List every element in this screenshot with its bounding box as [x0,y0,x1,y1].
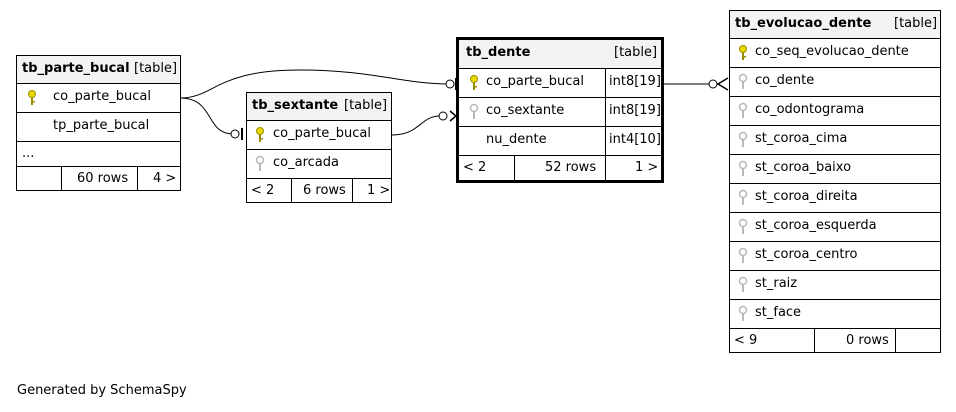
table-tb-sextante[interactable]: tb_sextante [table] co_parte_bucal co_ar… [246,92,392,203]
column-name: st_face [755,305,802,320]
table-name: tb_parte_bucal [22,61,130,76]
column-name: st_coroa_centro [755,247,858,262]
link-parte-bucal-to-sextante [179,97,234,135]
prev-link[interactable]: < 2 [251,183,275,198]
column-row[interactable]: st_coroa_direita [730,184,940,213]
column-row[interactable]: st_coroa_baixo [730,155,940,184]
column-row[interactable]: st_coroa_centro [730,242,940,271]
prev-link[interactable]: < 9 [734,333,758,348]
prev-link[interactable]: < 2 [463,160,487,175]
foreign-key-icon [738,247,748,263]
foreign-key-icon [738,160,748,176]
table-footer: 60 rows 4 > [17,167,180,190]
column-name: co_parte_bucal [273,126,371,141]
primary-key-icon [256,127,264,142]
column-name: co_dente [755,73,815,88]
column-row[interactable]: co_sextante int8[19] [459,98,661,127]
generated-by-note: Generated by SchemaSpy [17,383,187,398]
column-row[interactable]: co_seq_evolucao_dente [730,39,940,68]
table-footer: < 2 52 rows 1 > [459,156,661,180]
foreign-key-icon [255,155,265,171]
foreign-key-icon [738,189,748,205]
link-sextante-to-dente [391,115,441,136]
table-type-tag: [table] [134,61,178,76]
foreign-key-icon [738,305,748,321]
link-end-circle [230,129,240,139]
column-type: int8[19] [609,103,661,118]
table-name: tb_evolucao_dente [735,16,872,31]
foreign-key-icon [738,276,748,292]
table-tb-parte-bucal[interactable]: tb_parte_bucal [table] co_parte_bucal tp… [16,55,181,191]
link-end-circle [445,79,455,89]
primary-key-icon [739,45,747,60]
column-name: tp_parte_bucal [53,118,150,133]
column-name: st_raiz [755,276,798,291]
column-type: int8[19] [609,74,661,89]
foreign-key-icon [738,131,748,147]
row-count: 60 rows [77,171,129,186]
table-name: tb_dente [466,45,531,60]
table-type-tag: [table] [344,98,388,113]
table-header: tb_sextante [table] [247,93,391,121]
link-parte-bucal-to-dente [179,69,449,99]
table-header: tb_dente [table] [459,40,661,69]
column-row[interactable]: co_odontograma [730,97,940,126]
table-footer: < 2 6 rows 1 > [247,179,391,202]
row-count: 52 rows [545,160,597,175]
ellipsis: ... [22,146,35,161]
column-name: st_coroa_baixo [755,160,852,175]
table-tb-dente[interactable]: tb_dente [table] co_parte_bucal int8[19]… [456,37,664,183]
column-type: int4[10] [609,132,661,147]
more-columns-row: ... [17,142,180,167]
column-row[interactable]: nu_dente int4[10] [459,127,661,156]
foreign-key-icon [738,102,748,118]
column-name: co_odontograma [755,102,865,117]
column-row[interactable]: st_coroa_cima [730,126,940,155]
foreign-key-icon [469,103,479,119]
column-name: co_arcada [273,155,339,170]
column-name: st_coroa_esquerda [755,218,877,233]
column-name: st_coroa_direita [755,189,858,204]
column-row[interactable]: co_dente [730,68,940,97]
column-name: co_parte_bucal [53,89,151,104]
table-type-tag: [table] [614,45,658,60]
next-link[interactable]: 1 > [635,160,659,175]
column-row[interactable]: tp_parte_bucal [17,113,180,142]
column-name: co_sextante [486,103,565,118]
table-tb-evolucao-dente[interactable]: tb_evolucao_dente [table] co_seq_evoluca… [729,10,941,353]
row-count: 6 rows [303,183,346,198]
primary-key-icon [28,90,36,105]
foreign-key-icon [738,73,748,89]
column-name: co_seq_evolucao_dente [755,44,909,59]
table-header: tb_parte_bucal [table] [17,56,180,84]
column-row[interactable]: co_parte_bucal [247,121,391,150]
link-end-crowsfoot [716,77,729,91]
table-type-tag: [table] [894,16,938,31]
column-row[interactable]: st_coroa_esquerda [730,213,940,242]
link-end-circle [438,111,448,121]
row-count: 0 rows [846,333,889,348]
next-link[interactable]: 4 > [153,171,177,186]
foreign-key-icon [738,218,748,234]
table-footer: < 9 0 rows [730,329,940,352]
table-name: tb_sextante [252,98,339,113]
column-row[interactable]: co_arcada [247,150,391,179]
next-link[interactable]: 1 > [367,183,391,198]
primary-key-icon [470,75,478,90]
column-row[interactable]: co_parte_bucal [17,84,180,113]
column-row[interactable]: st_face [730,300,940,329]
column-row[interactable]: co_parte_bucal int8[19] [459,69,661,98]
column-name: nu_dente [486,132,547,147]
column-name: st_coroa_cima [755,131,848,146]
column-row[interactable]: st_raiz [730,271,940,300]
column-name: co_parte_bucal [486,74,584,89]
table-header: tb_evolucao_dente [table] [730,11,940,39]
link-end-circle [708,79,718,89]
